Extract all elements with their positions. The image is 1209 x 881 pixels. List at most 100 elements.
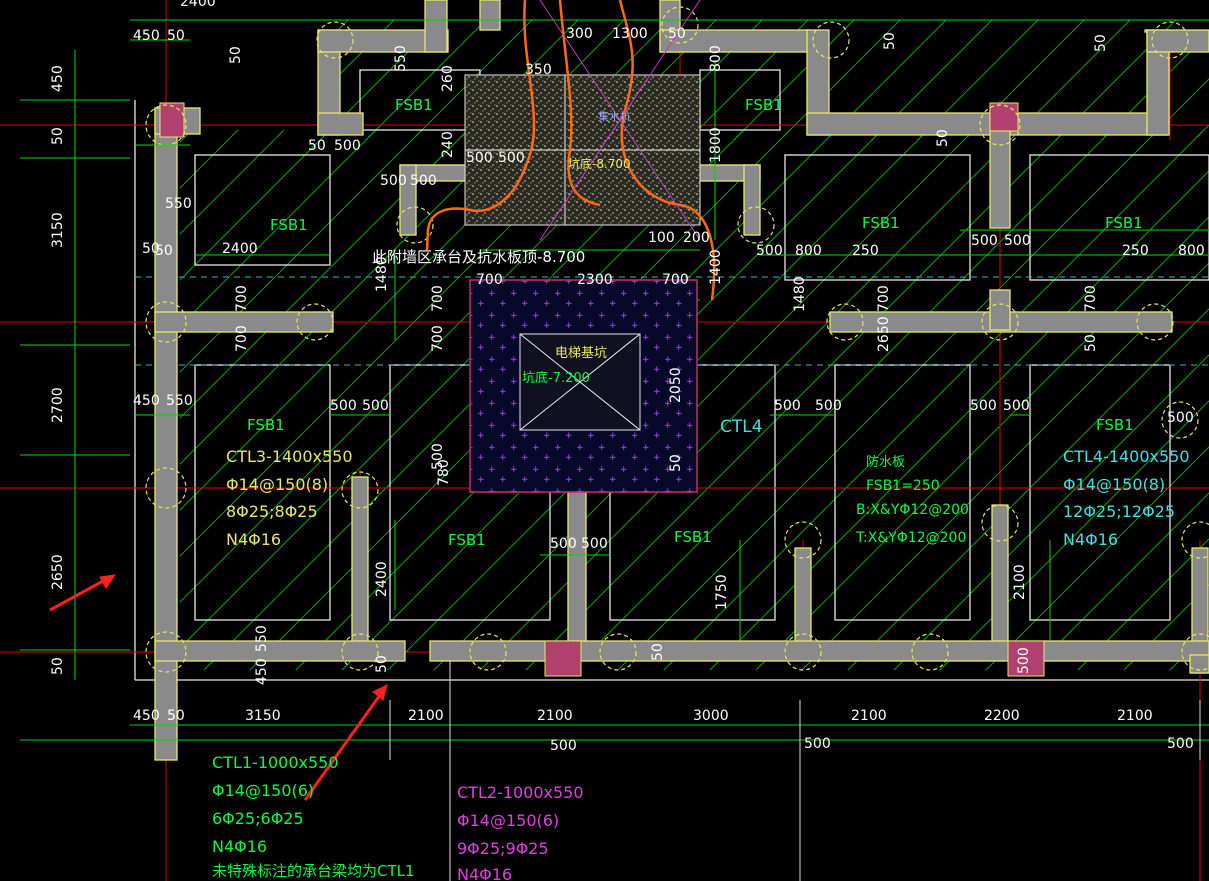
- dim-mid-17: 500: [1004, 233, 1031, 249]
- dim-left-1: 50: [50, 127, 66, 145]
- ctl1-stirrups: Φ14@150(6): [212, 781, 314, 800]
- fsb1-label: FSB1: [448, 531, 486, 549]
- dim-mid-26: 550: [166, 393, 193, 409]
- dim-mid-5: 2400: [222, 241, 258, 257]
- dim-bottom-sub-0: 500: [550, 738, 577, 754]
- ctl4-waist-bars: N4Φ16: [1063, 530, 1118, 549]
- beam-ctl4-callout: CTL4-1400x550 Φ14@150(8) 12Φ25;12Φ25 N4Φ…: [1063, 447, 1190, 549]
- fsb1-top-rebar: T:X&YΦ12@200: [855, 530, 966, 546]
- dim-mid-18: 250: [1122, 243, 1149, 259]
- dim-mid-48: 50: [668, 454, 684, 472]
- dim-mid-21: 700: [876, 285, 892, 312]
- note-top-elevation: 此附墙区承台及抗水板顶-8.700: [372, 248, 585, 266]
- dim-top-10: 350: [525, 62, 552, 78]
- dim-mid-1: 500: [334, 138, 361, 154]
- dim-top-7: 50: [882, 32, 898, 50]
- dim-bottom-1: 50: [167, 708, 185, 724]
- ctl4-title: CTL4-1400x550: [1063, 447, 1190, 466]
- dim-mid-50: 240: [440, 131, 456, 158]
- pile-circles: [145, 6, 1209, 673]
- fsb1-bottom-rebar: B:X&YΦ12@200: [856, 502, 969, 518]
- ctl1-title: CTL1-1000x550: [212, 753, 339, 772]
- dim-mid-41: 450: [254, 658, 270, 685]
- dim-mid-42: 50: [374, 655, 390, 673]
- dim-mid-6: 50: [142, 241, 160, 257]
- dim-left-2: 3150: [50, 212, 66, 248]
- dim-mid-44: 1750: [714, 574, 730, 610]
- ctl2-main-bars: 9Φ25;9Φ25: [457, 839, 549, 858]
- dim-bottom-4: 2100: [537, 708, 573, 724]
- dim-bottom-5: 3000: [693, 708, 729, 724]
- dim-top-11: 800: [708, 45, 724, 72]
- fsb1-thickness: FSB1=250: [866, 478, 940, 494]
- fsb1-label: FSB1: [862, 214, 900, 232]
- fsb1-label: FSB1: [395, 96, 433, 114]
- fsb1-label: FSB1: [1096, 416, 1134, 434]
- pit-bottom-label: 坑底-7.200: [522, 370, 590, 386]
- ctl3-title: CTL3-1400x550: [226, 447, 353, 466]
- dim-mid-37: 500: [581, 536, 608, 552]
- dim-left-4: 2700: [50, 387, 66, 423]
- dim-bottom-8: 2100: [1117, 708, 1153, 724]
- ctl3-main-bars: 8Φ25;8Φ25: [226, 502, 318, 521]
- dim-bottom-2: 3150: [245, 708, 281, 724]
- elevator-pit-label: 电梯基坑: [555, 346, 607, 361]
- dim-mid-34: 500: [1003, 398, 1030, 414]
- column-stubs: [159, 102, 1045, 677]
- dim-left-3: 50: [155, 243, 173, 259]
- dim-bottom-3: 2100: [408, 708, 444, 724]
- ctl3-stirrups: Φ14@150(8): [226, 475, 328, 494]
- dim-mid-12: 700: [430, 285, 446, 312]
- dim-mid-30: 50: [1083, 334, 1099, 352]
- waterproof-board-label: 防水板: [866, 454, 905, 470]
- dim-mid-40: 550: [254, 625, 270, 652]
- beam-ctl1-callout: CTL1-1000x550 Φ14@150(6) 6Φ25;6Φ25 N4Φ16…: [212, 753, 415, 880]
- fsb1-label: FSB1: [745, 96, 783, 114]
- ctl4-main-bars: 12Φ25;12Φ25: [1063, 502, 1175, 521]
- beam-ctl2-callout: CTL2-1000x550 Φ14@150(6) 9Φ25;9Φ25 N4Φ16: [457, 783, 584, 881]
- ctl1-main-bars: 6Φ25;6Φ25: [212, 809, 304, 828]
- dim-bottom-7: 2200: [984, 708, 1020, 724]
- dim-top-5: 1300: [612, 26, 648, 42]
- dim-mid-56: 1400: [708, 249, 724, 285]
- dim-mid-9: 2300: [577, 272, 613, 288]
- annotation-labels: 此附墙区承台及抗水板顶-8.700 电梯基坑 坑底-7.200 集水坑 坑底-8…: [372, 109, 969, 546]
- dim-mid-19: 800: [1178, 243, 1205, 259]
- dim-mid-20: 1480: [792, 276, 808, 312]
- ctl2-title: CTL2-1000x550: [457, 783, 584, 802]
- dim-mid-55: 200: [683, 230, 710, 246]
- dim-mid-53: 500: [498, 150, 525, 166]
- white-guide-lines: [389, 660, 1201, 881]
- dim-mid-14: 800: [795, 243, 822, 259]
- dim-mid-25: 450: [133, 393, 160, 409]
- dim-top-2: 50: [167, 28, 185, 44]
- dim-mid-2: 550: [165, 196, 192, 212]
- red-arrows: [49, 574, 388, 801]
- dim-mid-3: 500: [380, 173, 407, 189]
- slab-labels: FSB1 FSB1 FSB1 FSB1 FSB1 FSB1 FSB1 FSB1 …: [247, 96, 1143, 549]
- dim-mid-49: 780: [436, 459, 452, 486]
- dim-top-13: 50: [935, 129, 951, 147]
- dim-mid-27: 500: [330, 398, 357, 414]
- dim-mid-45: 2100: [1012, 564, 1028, 600]
- beam-ctl3-callout: CTL3-1400x550 Φ14@150(8) 8Φ25;8Φ25 N4Φ16: [226, 447, 353, 549]
- ctl2-waist-bars: N4Φ16: [457, 865, 512, 881]
- cyan-dashed-lines: [135, 276, 1209, 366]
- dim-mid-39: 2400: [374, 561, 390, 597]
- dim-top-3: 50: [228, 46, 244, 64]
- sump-area: [425, 0, 716, 301]
- elevator-pit: [469, 279, 698, 493]
- dim-mid-0: 50: [308, 138, 326, 154]
- dim-mid-29: 2650: [876, 316, 892, 352]
- dim-mid-36: 500: [550, 536, 577, 552]
- dim-mid-33: 500: [970, 398, 997, 414]
- ctl1-waist-bars: N4Φ16: [212, 837, 267, 856]
- dim-top-0: 2400: [180, 0, 216, 10]
- dim-mid-46: 500: [1016, 647, 1032, 674]
- dim-top-4: 300: [566, 26, 593, 42]
- dim-mid-51: 1800: [708, 127, 724, 163]
- dim-top-1: 450: [133, 28, 160, 44]
- dim-left-5: 2650: [50, 554, 66, 590]
- dim-mid-28: 500: [362, 398, 389, 414]
